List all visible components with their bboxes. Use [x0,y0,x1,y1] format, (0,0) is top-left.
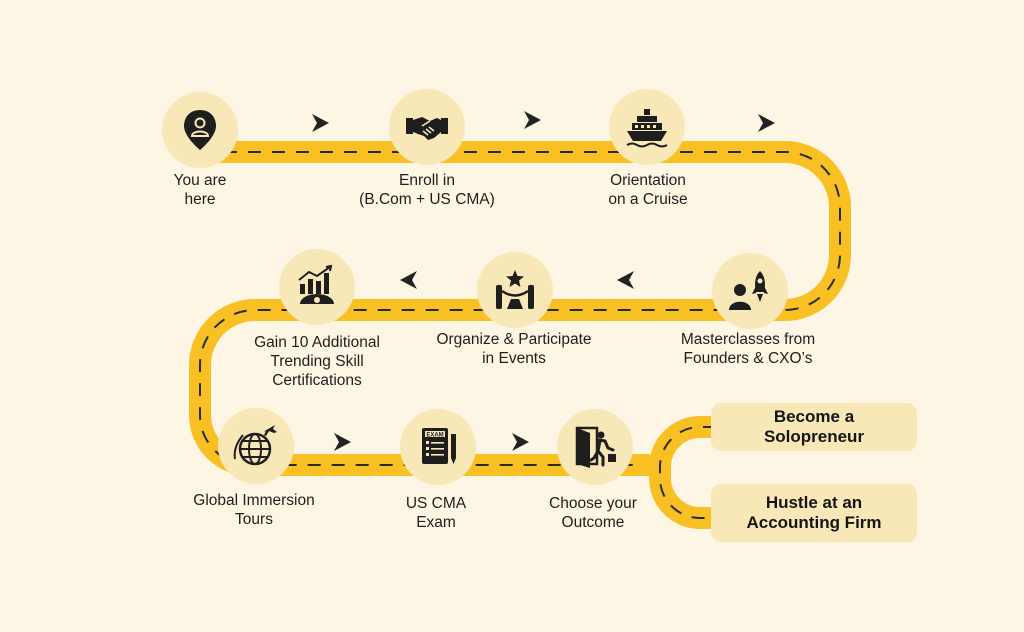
arrow-right-icon [312,114,329,132]
step-label: Gain 10 Additional Trending Skill Certif… [254,334,380,389]
handshake-icon [406,117,448,140]
step-choose-outcome [557,409,633,485]
arrow-left-icon [617,271,634,289]
event-stage-icon [496,270,534,309]
step-label: You are here [173,172,227,208]
globe-plane-icon [233,425,277,466]
step-label: US CMA Exam [405,495,467,531]
step-you-are-here [162,92,238,168]
mentor-rocket-icon [729,271,768,310]
step-events [477,252,553,328]
arrow-right-icon [334,433,351,451]
arrow-right-icon [758,114,775,132]
step-orientation-cruise [609,89,685,165]
cruise-ship-icon [626,109,668,148]
svg-text:EXAM: EXAM [426,433,443,439]
step-label: Enroll in (B.Com + US CMA) [359,172,495,208]
step-global-immersion [218,408,294,484]
growth-chart-icon [298,264,334,304]
step-enroll [389,89,465,165]
arrow-left-icon [400,271,417,289]
outcome-accounting-firm: Hustle at an Accounting Firm [711,484,917,542]
step-certifications [279,249,355,325]
exam-paper-icon: EXAM [422,428,456,464]
location-pin-icon [184,110,216,150]
step-label: Orientation on a Cruise [608,172,688,208]
step-masterclasses [712,253,788,329]
outcome-solopreneur: Become a Solopreneur [711,403,917,451]
step-label: Global Immersion Tours [193,492,315,528]
exit-door-icon [575,426,616,468]
step-label: Choose your Outcome [549,495,637,531]
step-label: Organize & Participate in Events [436,331,592,367]
arrow-right-icon [524,111,541,129]
step-label: Masterclasses from Founders & CXO’s [680,331,816,367]
arrow-right-icon [512,433,529,451]
step-us-cma-exam: EXAM [400,409,476,485]
